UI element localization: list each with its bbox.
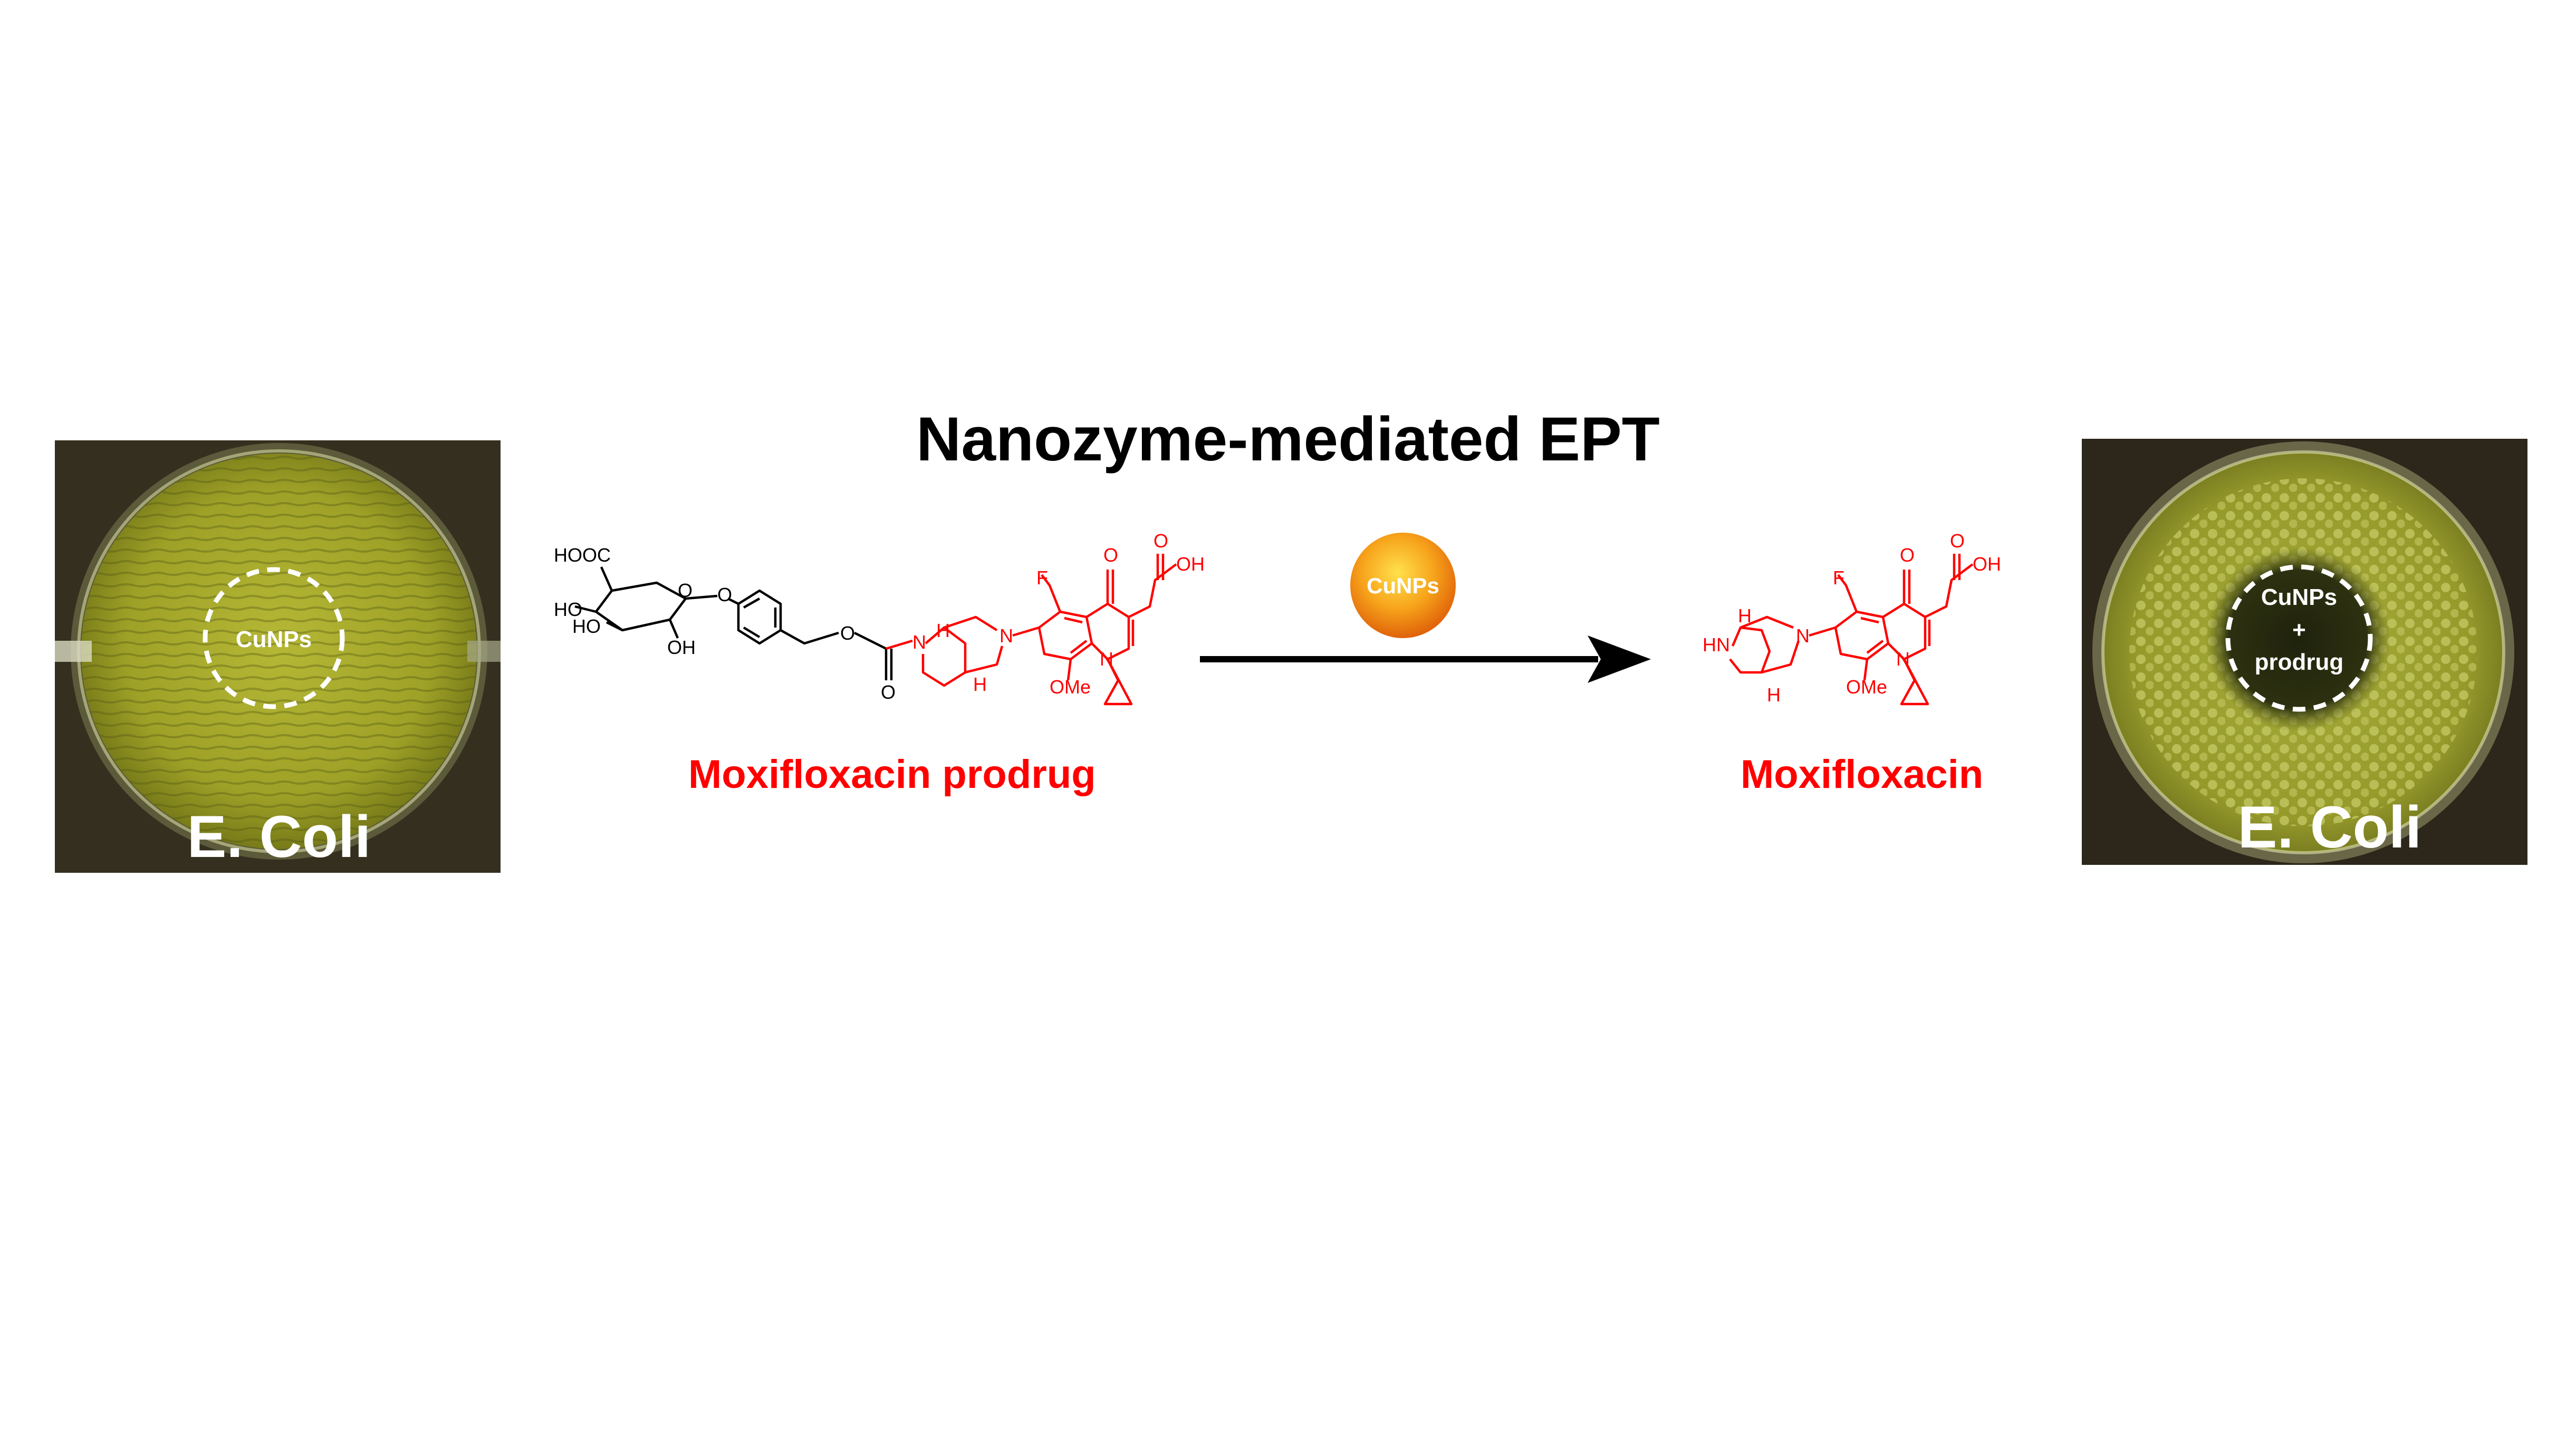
prodrug-atom-ho2: HO — [572, 615, 601, 637]
prodrug-atom-oh: OH — [667, 637, 696, 658]
product-atom-ome: OMe — [1846, 676, 1887, 698]
right-circle-line2: + — [2292, 617, 2306, 643]
prodrug-atom-ring-o: O — [678, 580, 693, 601]
left-circle-label: CuNPs — [236, 627, 312, 652]
prodrug-structure: HOOC HO HO OH O O O O N H H N N F O O OH… — [554, 530, 1205, 706]
product-atom-keto: O — [1900, 544, 1915, 566]
product-atom-acid-oh: OH — [1973, 553, 2001, 575]
product-atom-h1: H — [1738, 605, 1752, 627]
prodrug-atom-f: F — [1036, 567, 1048, 589]
prodrug-atom-ome: OMe — [1050, 676, 1091, 698]
prodrug-atom-carb-o: O — [840, 622, 855, 644]
right-plate-photo: CuNPs + prodrug E. Coli — [2082, 439, 2527, 865]
product-atom-n2: N — [1796, 625, 1810, 647]
prodrug-atom-n2: N — [999, 625, 1013, 647]
product-atom-f: F — [1833, 567, 1844, 589]
diagram-title: Nanozyme-mediated EPT — [916, 404, 1660, 474]
prodrug-atom-keto: O — [1103, 544, 1118, 566]
product-atom-h2: H — [1767, 684, 1781, 706]
reaction-arrow — [1200, 635, 1651, 683]
right-circle-line1: CuNPs — [2261, 584, 2337, 610]
prodrug-atom-acid-oh: OH — [1176, 553, 1205, 575]
moxifloxacin-structure: HN H H N N F O O OH OMe — [1703, 530, 2001, 706]
prodrug-atom-n1: N — [912, 631, 926, 653]
left-plate-photo: CuNPs E. Coli — [55, 440, 501, 873]
prodrug-atom-h2: H — [973, 673, 987, 695]
prodrug-atom-h1: H — [936, 620, 950, 641]
prodrug-atom-carb-o2: O — [881, 681, 896, 703]
catalyst-label: CuNPs — [1367, 573, 1439, 598]
prodrug-atom-ether-o: O — [717, 584, 732, 605]
prodrug-atom-n3: N — [1100, 648, 1113, 670]
prodrug-atom-hooc: HOOC — [554, 544, 611, 566]
prodrug-atom-ho1: HO — [554, 599, 582, 620]
product-atom-acid-o: O — [1950, 530, 1965, 552]
right-circle-line3: prodrug — [2255, 649, 2344, 675]
right-dashed-circle — [2225, 564, 2373, 712]
prodrug-atom-acid-o: O — [1154, 530, 1168, 552]
right-plate-organism: E. Coli — [2238, 794, 2421, 860]
cunps-catalyst: CuNPs — [1350, 533, 1456, 638]
product-name: Moxifloxacin — [1741, 752, 1984, 797]
left-dashed-circle — [203, 567, 345, 709]
product-atom-hn: HN — [1703, 634, 1730, 656]
product-atom-n3: N — [1896, 648, 1910, 670]
left-plate-organism: E. Coli — [187, 804, 371, 870]
prodrug-name: Moxifloxacin prodrug — [688, 752, 1096, 797]
